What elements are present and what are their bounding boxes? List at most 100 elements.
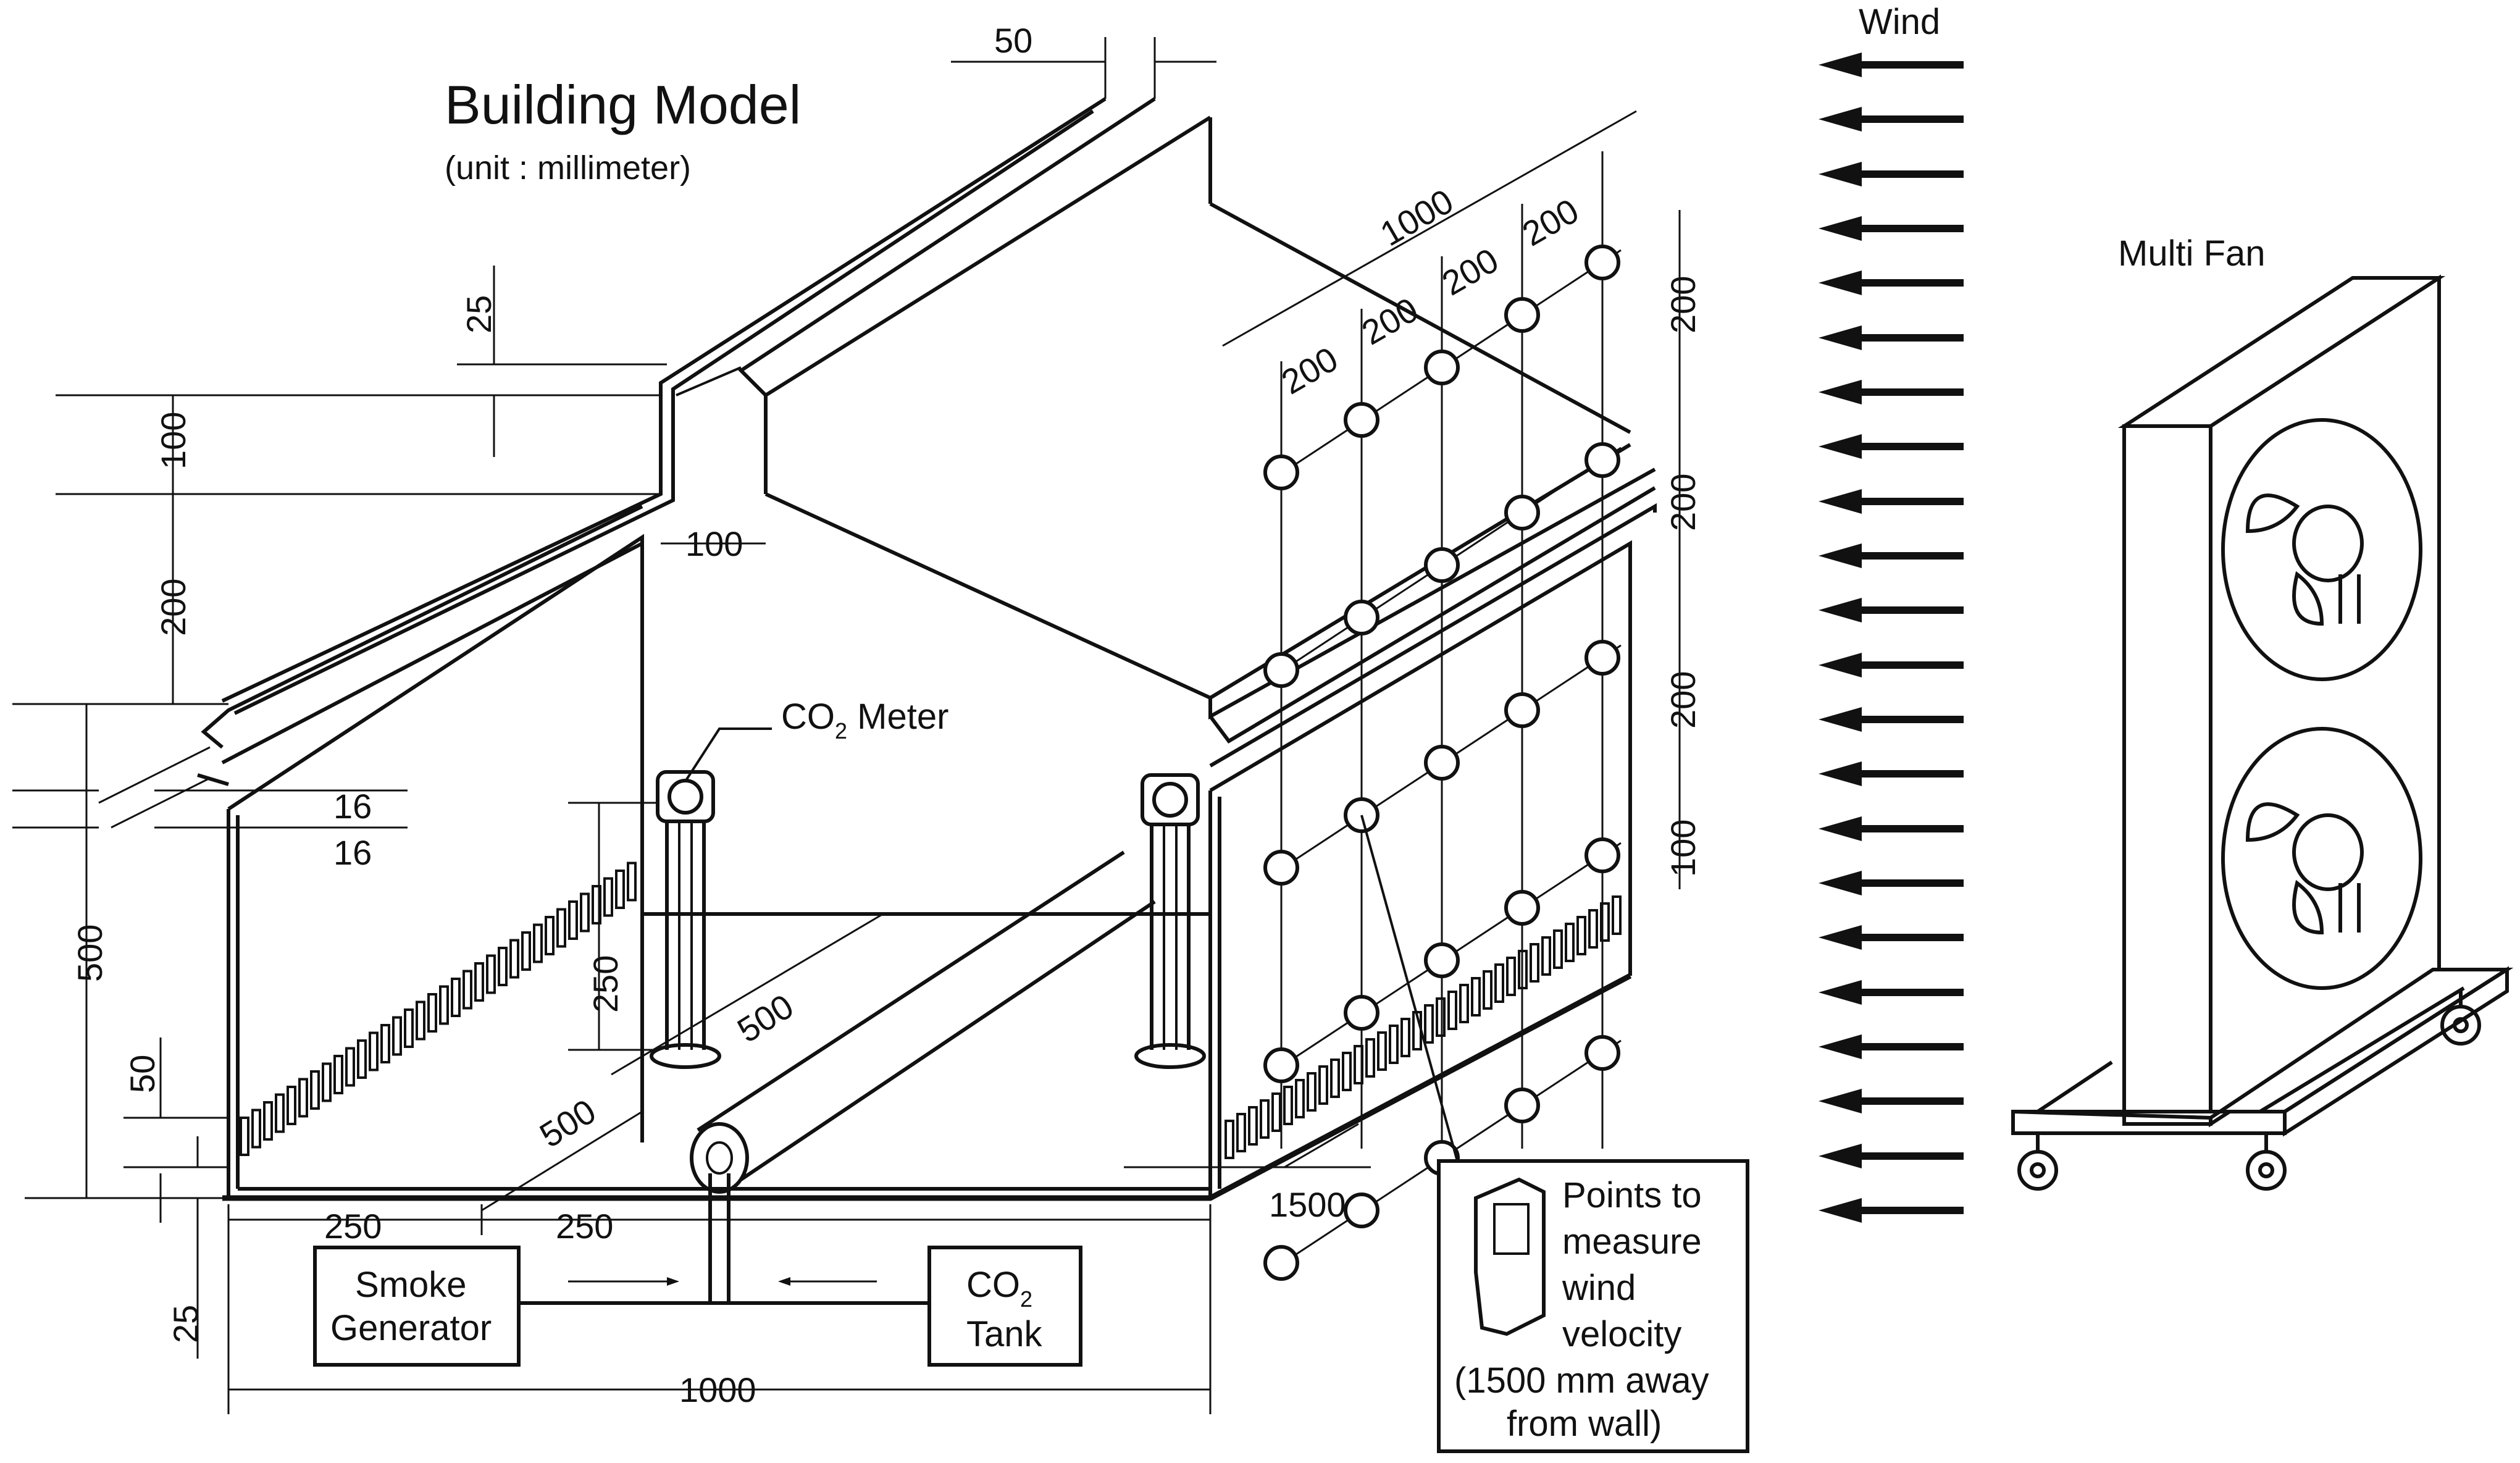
- vent-slot: [486, 954, 496, 994]
- cart-wheels: [2017, 991, 2481, 1191]
- vent-slot: [615, 870, 625, 909]
- measurement-point: [1263, 455, 1299, 490]
- vent-slot: [1494, 963, 1504, 1003]
- right-200-1-label: 200: [1664, 276, 1702, 333]
- wind-arrows: [1819, 52, 1964, 1223]
- measurement-point: [1584, 1035, 1620, 1071]
- vent-slot: [1471, 977, 1481, 1017]
- vent-slot: [369, 1031, 379, 1071]
- dim-50-label: 50: [123, 1055, 162, 1093]
- points-note-6: from wall): [1507, 1404, 1662, 1444]
- vent-slot: [463, 970, 472, 1010]
- points-note-5: (1500 mm away: [1454, 1360, 1709, 1401]
- vent-slot: [1553, 929, 1563, 969]
- right-200-3-label: 200: [1664, 671, 1702, 729]
- measurement-point: [1263, 1047, 1299, 1083]
- vent-slot: [439, 985, 449, 1025]
- vent-slot: [1295, 1079, 1305, 1118]
- dim-ridge-100-label: 100: [685, 524, 743, 563]
- vent-slot: [1506, 957, 1516, 996]
- points-note: Points to measure wind velocity (1500 mm…: [1360, 815, 1749, 1453]
- vent-slot: [345, 1047, 355, 1087]
- vent-slot: [1588, 909, 1598, 949]
- measurement-point: [1263, 1245, 1299, 1281]
- vent-slot: [1377, 1031, 1387, 1071]
- smoke-generator-label-2: Generator: [330, 1308, 492, 1348]
- wind-arrow: [1819, 543, 1964, 568]
- grid-200-3-label: 200: [1436, 240, 1505, 303]
- vent-slot: [1565, 923, 1575, 962]
- co2-tank: CO2 Tank: [927, 1246, 1082, 1367]
- dim-500-b-label: 500: [533, 1091, 603, 1155]
- vent-slot: [310, 1070, 320, 1110]
- vent-slot: [263, 1101, 273, 1141]
- wind-arrow: [1819, 871, 1964, 895]
- grid-200-1-label: 200: [1275, 339, 1344, 401]
- dim-16-a-label: 16: [333, 787, 372, 826]
- vent-slot: [404, 1008, 414, 1048]
- measurement-point: [1584, 837, 1620, 873]
- dim-500-label: 500: [70, 924, 109, 982]
- measurement-point: [1504, 297, 1540, 333]
- vent-slot: [240, 1117, 249, 1156]
- dim-250-left-label: 250: [324, 1207, 382, 1246]
- smoke-generator: Smoke Generator: [313, 1246, 521, 1367]
- vent-slot: [1436, 997, 1446, 1037]
- multi-fan: [2011, 274, 2514, 1191]
- co2-meter-label: CO2 Meter: [781, 697, 948, 744]
- points-note-1: Points to: [1562, 1175, 1702, 1215]
- vent-slot: [322, 1062, 332, 1102]
- wind-arrow: [1819, 52, 1964, 77]
- co2-tank-label: CO2: [966, 1265, 1032, 1312]
- vent-slot: [1365, 1038, 1375, 1078]
- dim-16-b-label: 16: [333, 833, 372, 872]
- vent-slot: [1541, 936, 1551, 976]
- dim-200-label: 200: [154, 579, 193, 636]
- wind-label: Wind: [1859, 2, 1940, 42]
- vent-openings-right: [1224, 895, 1622, 1159]
- vent-slot: [498, 947, 508, 986]
- dim-500-a-label: 500: [730, 986, 800, 1050]
- points-note-4: velocity: [1562, 1314, 1681, 1354]
- grid-200-4-label: 200: [1516, 191, 1585, 253]
- wind-arrow: [1819, 270, 1964, 295]
- vent-slot: [545, 916, 555, 955]
- wind-arrow: [1819, 925, 1964, 950]
- vent-slot: [357, 1039, 367, 1079]
- vent-slot: [1400, 1018, 1410, 1057]
- vent-slot: [533, 923, 543, 963]
- vent-slot: [1530, 943, 1539, 983]
- wind-arrow: [1819, 325, 1964, 350]
- dim-1500-label: 1500: [1269, 1185, 1346, 1224]
- co2-tank-label-2: Tank: [966, 1314, 1043, 1354]
- vent-slot: [1307, 1072, 1317, 1112]
- grid-1000-label: 1000: [1374, 182, 1460, 254]
- measurement-point: [1504, 495, 1540, 530]
- vent-slot: [416, 1000, 425, 1041]
- measurement-point: [1263, 850, 1299, 886]
- wind-arrow: [1819, 489, 1964, 514]
- vent-slot: [580, 892, 590, 933]
- wind-arrow: [1819, 162, 1964, 187]
- measurement-point: [1504, 692, 1540, 728]
- wind-arrow: [1819, 380, 1964, 405]
- wind-arrow: [1819, 816, 1964, 841]
- grid-200-2-label: 200: [1355, 290, 1425, 352]
- vent-slot: [251, 1109, 261, 1149]
- right-100-label: 100: [1664, 820, 1702, 877]
- vent-slot: [521, 931, 531, 971]
- vent-slot: [603, 877, 613, 917]
- dim-25-base-label: 25: [166, 1305, 205, 1343]
- measurement-point: [1344, 402, 1379, 438]
- diagram-title: Building Model: [445, 74, 801, 135]
- vent-slot: [275, 1093, 285, 1133]
- points-note-3: wind: [1562, 1268, 1636, 1308]
- vent-slot: [1389, 1025, 1399, 1064]
- vent-slot: [451, 978, 461, 1017]
- vent-slot: [1260, 1099, 1270, 1139]
- dim-top-50-label: 50: [994, 21, 1032, 60]
- measurement-grid: [1263, 151, 1622, 1281]
- measurement-point: [1584, 442, 1620, 478]
- vent-slot: [333, 1055, 343, 1094]
